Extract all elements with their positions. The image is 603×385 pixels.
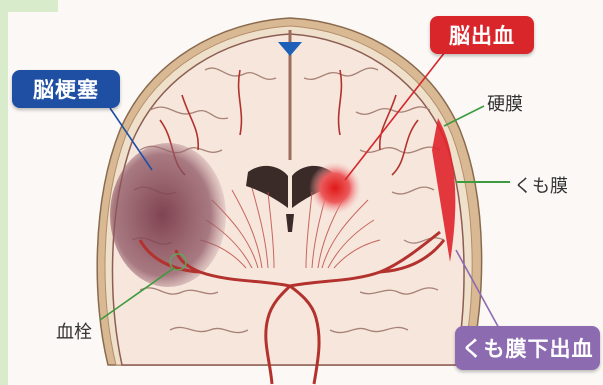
subarachnoid-hemorrhage-label: くも膜下出血 [455,326,600,370]
arachnoid-label: くも膜 [514,172,568,198]
hemorrhage-label: 脳出血 [430,16,534,54]
dura-label: 硬膜 [487,90,523,116]
infarction-label: 脳梗塞 [12,70,120,108]
thrombus-label: 血栓 [56,318,92,344]
